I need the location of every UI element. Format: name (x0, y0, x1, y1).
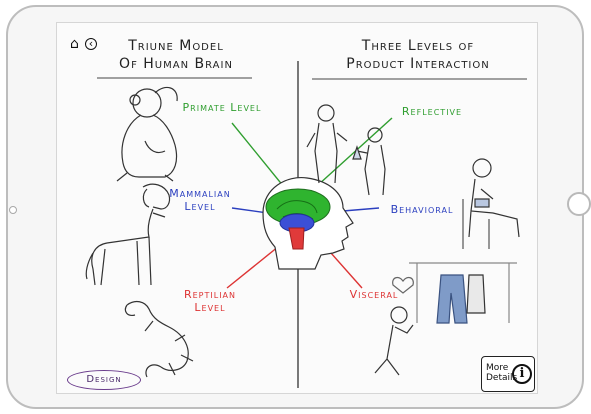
mammalian-level-label[interactable]: Mammalian Level (165, 187, 235, 213)
visceral-shopping-sketch (374, 262, 517, 376)
more-details-button[interactable]: More Details i (481, 356, 535, 392)
visceral-label[interactable]: Visceral (349, 288, 399, 301)
more-details-line-1: More (486, 363, 509, 373)
more-details-text: More Details (486, 363, 517, 383)
back-icon[interactable]: ‹ (85, 38, 97, 50)
monkey-sketch (116, 86, 178, 182)
right-title-line-1: Three Levels of (361, 38, 475, 54)
reptilian-label-line-2: Level (194, 301, 226, 314)
illustration-canvas (85, 61, 527, 388)
info-icon: i (512, 364, 532, 384)
reflective-label[interactable]: Reflective (401, 105, 463, 118)
more-details-line-2: Details (486, 373, 518, 383)
lizard-sketch (124, 300, 194, 378)
reflective-people-sketch (306, 104, 386, 196)
dog-sketch (85, 183, 171, 286)
right-title-line-2: Product Interaction (346, 56, 490, 72)
primate-level-label[interactable]: Primate Level (182, 101, 262, 114)
mammalian-label-line-1: Mammalian (169, 187, 231, 200)
behavioral-label[interactable]: Behavioral (390, 203, 454, 216)
reptilian-level-label[interactable]: Reptilian Level (175, 288, 245, 314)
app-screen: ⌂ ‹ Triune Model Of Human Brain Three Le… (56, 22, 538, 394)
left-title: Triune Model Of Human Brain (101, 37, 251, 73)
right-title: Three Levels of Product Interaction (307, 37, 529, 73)
mammalian-label-line-2: Level (184, 200, 216, 213)
reptilian-label-line-1: Reptilian (183, 288, 237, 301)
behavioral-person-sketch (462, 158, 520, 249)
left-title-line-1: Triune Model (128, 38, 224, 54)
camera-dot (9, 206, 17, 214)
design-button[interactable]: Design (67, 370, 141, 390)
tablet-home-button[interactable] (567, 192, 591, 216)
brainstem-shape (288, 227, 305, 250)
home-icon[interactable]: ⌂ (70, 36, 79, 52)
left-title-line-2: Of Human Brain (119, 56, 233, 72)
